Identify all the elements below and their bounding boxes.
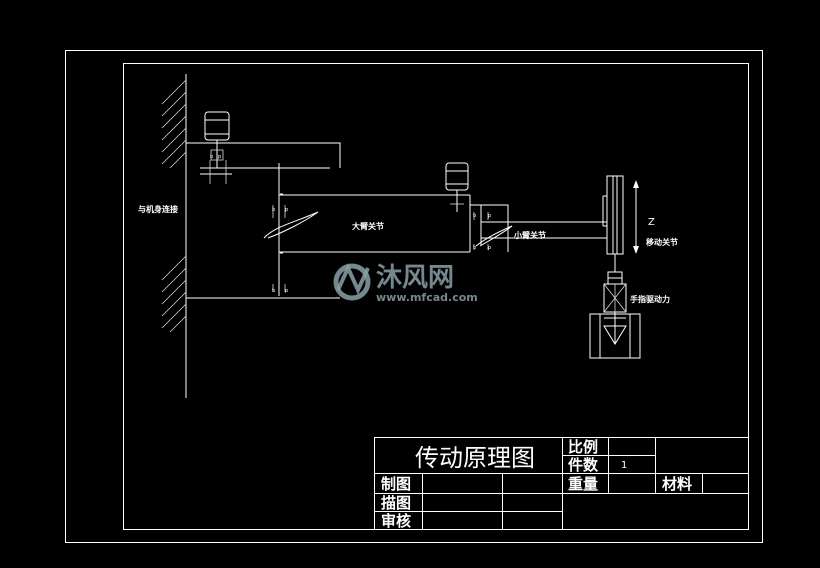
upper-bracket: [186, 142, 341, 184]
label-finger-drive: 手指驱动力: [630, 294, 670, 304]
mark-p3: p: [488, 213, 491, 219]
watermark-name: 沐风网: [376, 263, 454, 293]
title-block-traced-label: 描图: [381, 494, 411, 512]
watermark-url: www.mfcad.com: [376, 291, 478, 304]
mark-b2: b: [272, 288, 275, 294]
title-block-material-label: 材料: [662, 475, 692, 493]
small-arm-rotation-symbol: [475, 225, 513, 247]
label-small-arm-joint: 小臂关节: [513, 230, 546, 240]
outer-frame: [65, 50, 763, 543]
small-arm: [470, 204, 607, 252]
label-move-joint: 移动关节: [646, 237, 678, 247]
title-block: [374, 437, 749, 530]
watermark-logo-icon: [333, 263, 371, 301]
mark-p2: p: [285, 288, 288, 294]
mark-b4: b: [473, 245, 476, 251]
title-block-weight-label: 重量: [568, 475, 598, 493]
machine-wall: [161, 74, 187, 398]
watermark: 沐风网 www.mfcad.com: [333, 263, 478, 304]
mark-p1: p: [285, 207, 288, 213]
title-block-scale-label: 比例: [568, 438, 598, 456]
title-block-count-value: 1: [621, 460, 627, 471]
title-block-drawn-label: 制图: [381, 475, 411, 493]
gripper-drive: [603, 271, 627, 313]
gripper-holder: [589, 312, 641, 359]
label-big-arm-joint: 大臂关节: [352, 221, 384, 231]
title-block-count-label: 件数: [568, 456, 599, 474]
mark-p5: p: [218, 154, 221, 160]
big-arm-shaft: [272, 163, 286, 296]
title-block-title: 传动原理图: [415, 444, 535, 472]
label-z-axis: Z: [648, 217, 655, 228]
mark-b3: b: [473, 213, 476, 219]
small-arm-motor: [445, 162, 469, 212]
title-block-checked-label: 审核: [381, 512, 411, 530]
label-machine-connection: 与机身连接: [138, 204, 178, 214]
mark-b1: b: [272, 207, 275, 213]
upper-motor: [204, 111, 230, 168]
mark-b5: b: [210, 154, 213, 160]
z-direction-arrow: [633, 180, 639, 254]
z-column: [602, 175, 624, 272]
mark-p4: p: [488, 245, 491, 251]
big-arm-rotation-symbol: [263, 211, 319, 239]
